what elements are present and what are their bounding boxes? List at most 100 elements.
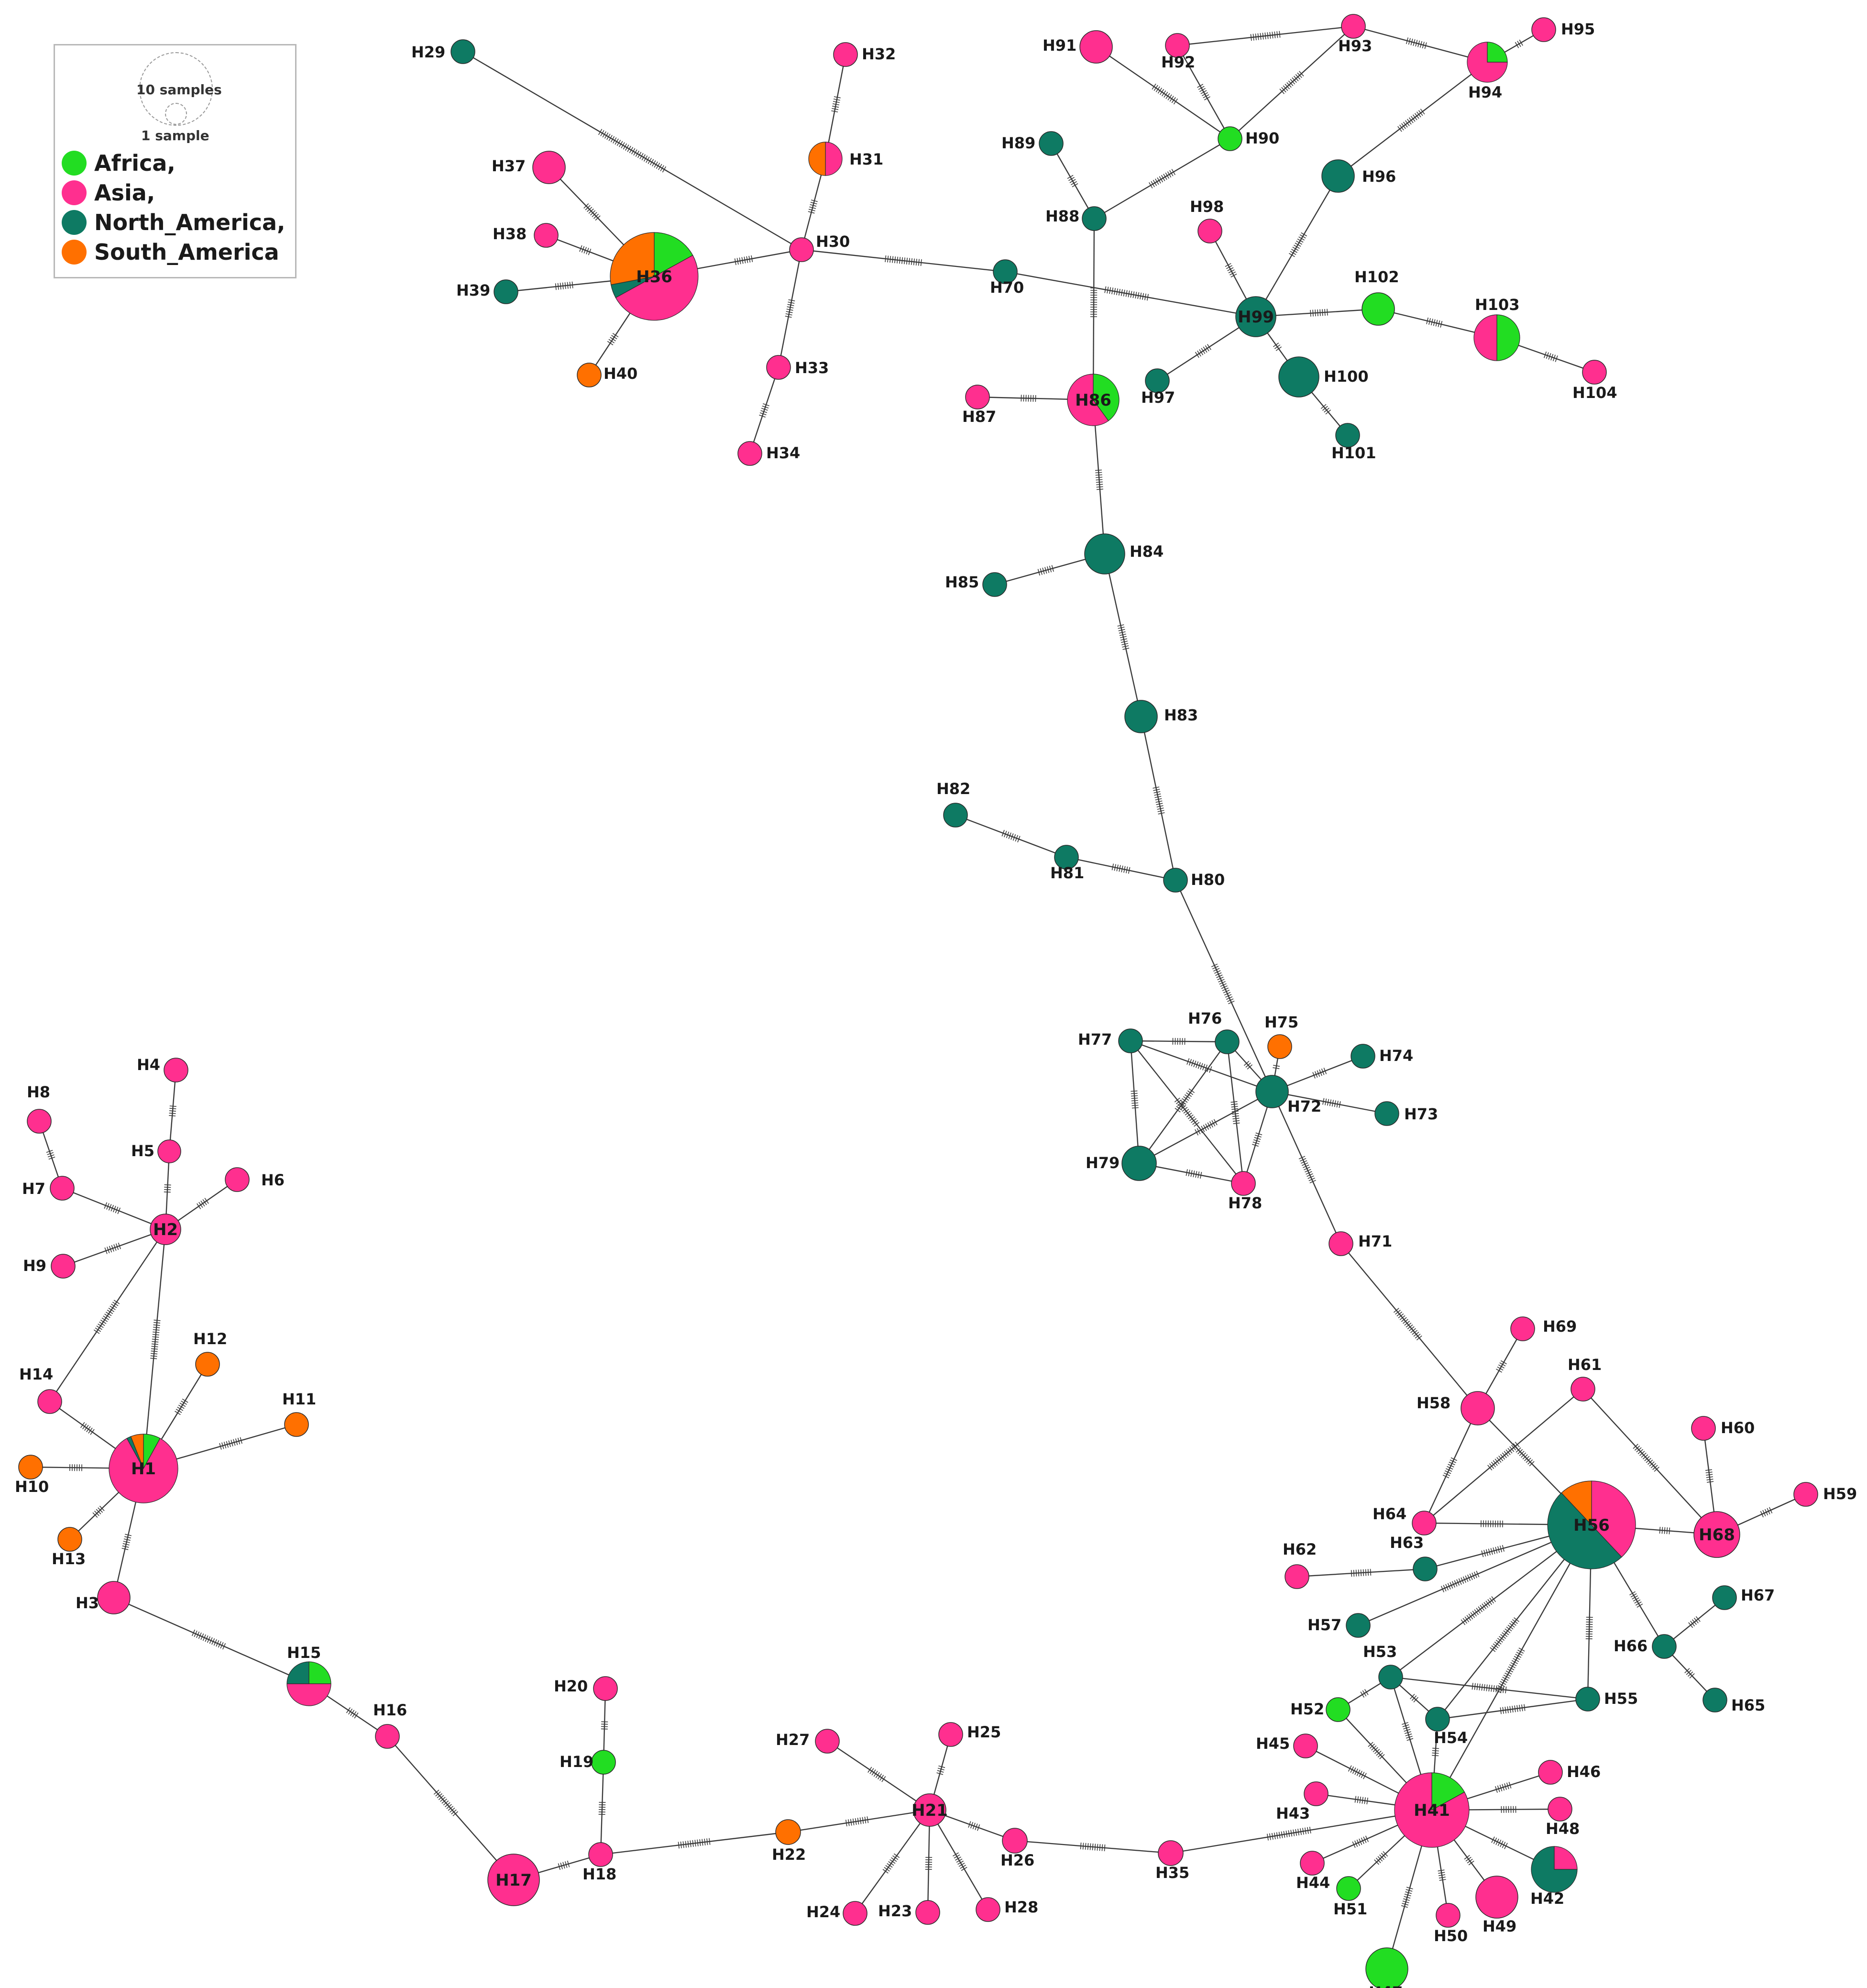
node-label-h21: H21 [912,1801,948,1820]
node-h32 [833,42,858,67]
node-h61 [1570,1377,1595,1402]
edge-h83-h84 [1104,553,1142,717]
edge-h35-h41 [1170,1809,1432,1854]
pie-slice-asia [1341,14,1366,39]
node-label-h74: H74 [1379,1047,1413,1065]
edge-h2-h9 [63,1228,166,1267]
node-h16 [375,1724,400,1749]
node-label-h16: H16 [373,1701,407,1719]
legend-ring-large [139,52,213,126]
pie-slice-south-america [1267,1034,1292,1059]
legend-label-south-america: South_America [94,239,279,265]
pie-slice-north-america [1378,1665,1403,1690]
node-label-h38: H38 [493,225,527,243]
node-label-h95: H95 [1561,20,1595,38]
node-label-h70: H70 [990,278,1024,297]
pie-slice-north-america [1531,1846,1578,1893]
legend: 10 samples 1 sample Africa, Asia, North_… [54,44,297,278]
node-h78 [1231,1171,1256,1196]
node-label-h78: H78 [1228,1194,1262,1212]
edge-h96-h99 [1255,176,1339,317]
node-h14 [37,1389,62,1414]
edge-h2-h14 [49,1229,166,1402]
edge-h77-h79 [1130,1040,1140,1164]
node-label-h97: H97 [1141,388,1175,407]
node-label-h57: H57 [1307,1616,1341,1634]
pie-slice-south-america [610,232,655,285]
pie-slice-asia [1436,1903,1461,1928]
node-label-h17: H17 [495,1871,532,1890]
pie-slice-africa [1336,1876,1361,1901]
legend-entry-asia: Asia, [62,178,155,207]
pie-slice-asia [1473,314,1497,361]
pie-slice-north-america [1702,1688,1727,1712]
pie-slice-asia [1079,30,1113,64]
node-h37 [532,151,566,184]
node-label-h68: H68 [1699,1525,1735,1545]
pie-slice-asia [1570,1377,1595,1402]
node-label-h30: H30 [816,232,850,251]
pie-slice-asia [1582,360,1607,385]
edge-h53-h55 [1390,1676,1588,1700]
edge-h63-h62 [1296,1568,1426,1578]
node-label-h23: H23 [878,1902,912,1920]
edge-h88-h89 [1050,143,1095,219]
node-h5 [157,1139,181,1163]
node-label-h42: H42 [1530,1889,1564,1908]
node-label-h36: H36 [636,267,672,287]
node-label-h53: H53 [1363,1643,1397,1661]
node-h22 [775,1819,801,1845]
node-h9 [51,1254,76,1279]
node-label-h99: H99 [1238,308,1274,327]
pie-slice-north-america [1575,1687,1600,1712]
pie-slice-north-america [1235,296,1276,337]
node-label-h86: H86 [1075,391,1111,410]
node-h49 [1475,1876,1518,1919]
legend-ring-small [165,103,187,125]
node-label-h7: H7 [22,1180,45,1198]
legend-size-scale: 10 samples 1 sample [55,45,295,151]
node-h1 [109,1434,178,1503]
pie-slice-africa [1093,374,1120,421]
node-label-h39: H39 [456,281,490,299]
node-label-h5: H5 [131,1142,154,1160]
edge-h92-h93 [1177,25,1354,46]
legend-label-asia: Asia, [94,180,155,206]
node-h82 [943,803,968,828]
pie-slice-asia [1394,1772,1470,1848]
edge-h21-h24 [855,1810,930,1914]
pie-slice-south-america [130,1434,144,1469]
node-label-h18: H18 [582,1865,616,1883]
pie-slice-asia [938,1722,963,1747]
node-label-h24: H24 [806,1903,840,1921]
edge-h93-h94 [1353,25,1488,63]
pie-slice-north-america [1084,533,1125,574]
node-label-h29: H29 [411,43,445,61]
pie-slice-asia [1554,1846,1578,1870]
pie-slice-asia [27,1109,52,1134]
node-h45 [1293,1734,1318,1758]
node-label-h34: H34 [766,444,800,462]
pie-slice-north-america [1712,1585,1737,1610]
edge-h80-h81 [1066,856,1176,881]
node-h3 [97,1581,131,1614]
node-h88 [1082,206,1107,231]
legend-swatch-north-america [62,210,87,235]
pie-slice-africa [308,1661,331,1684]
edge-h72-h73 [1272,1091,1387,1115]
node-label-h50: H50 [1434,1927,1468,1945]
node-h71 [1329,1231,1353,1256]
edge-h88-h90 [1094,138,1230,220]
node-label-h44: H44 [1296,1874,1330,1892]
pie-slice-north-america [1124,700,1158,733]
node-h62 [1285,1564,1309,1589]
pie-slice-north-america [286,1661,309,1684]
edge-h30-h33 [778,249,802,368]
edge-h21-h23 [925,1810,933,1913]
edge-h72-h79 [1139,1091,1273,1164]
node-h15 [286,1661,331,1706]
node-h17 [487,1854,540,1906]
node-label-h79: H79 [1086,1154,1120,1172]
node-label-h93: H93 [1338,37,1372,55]
